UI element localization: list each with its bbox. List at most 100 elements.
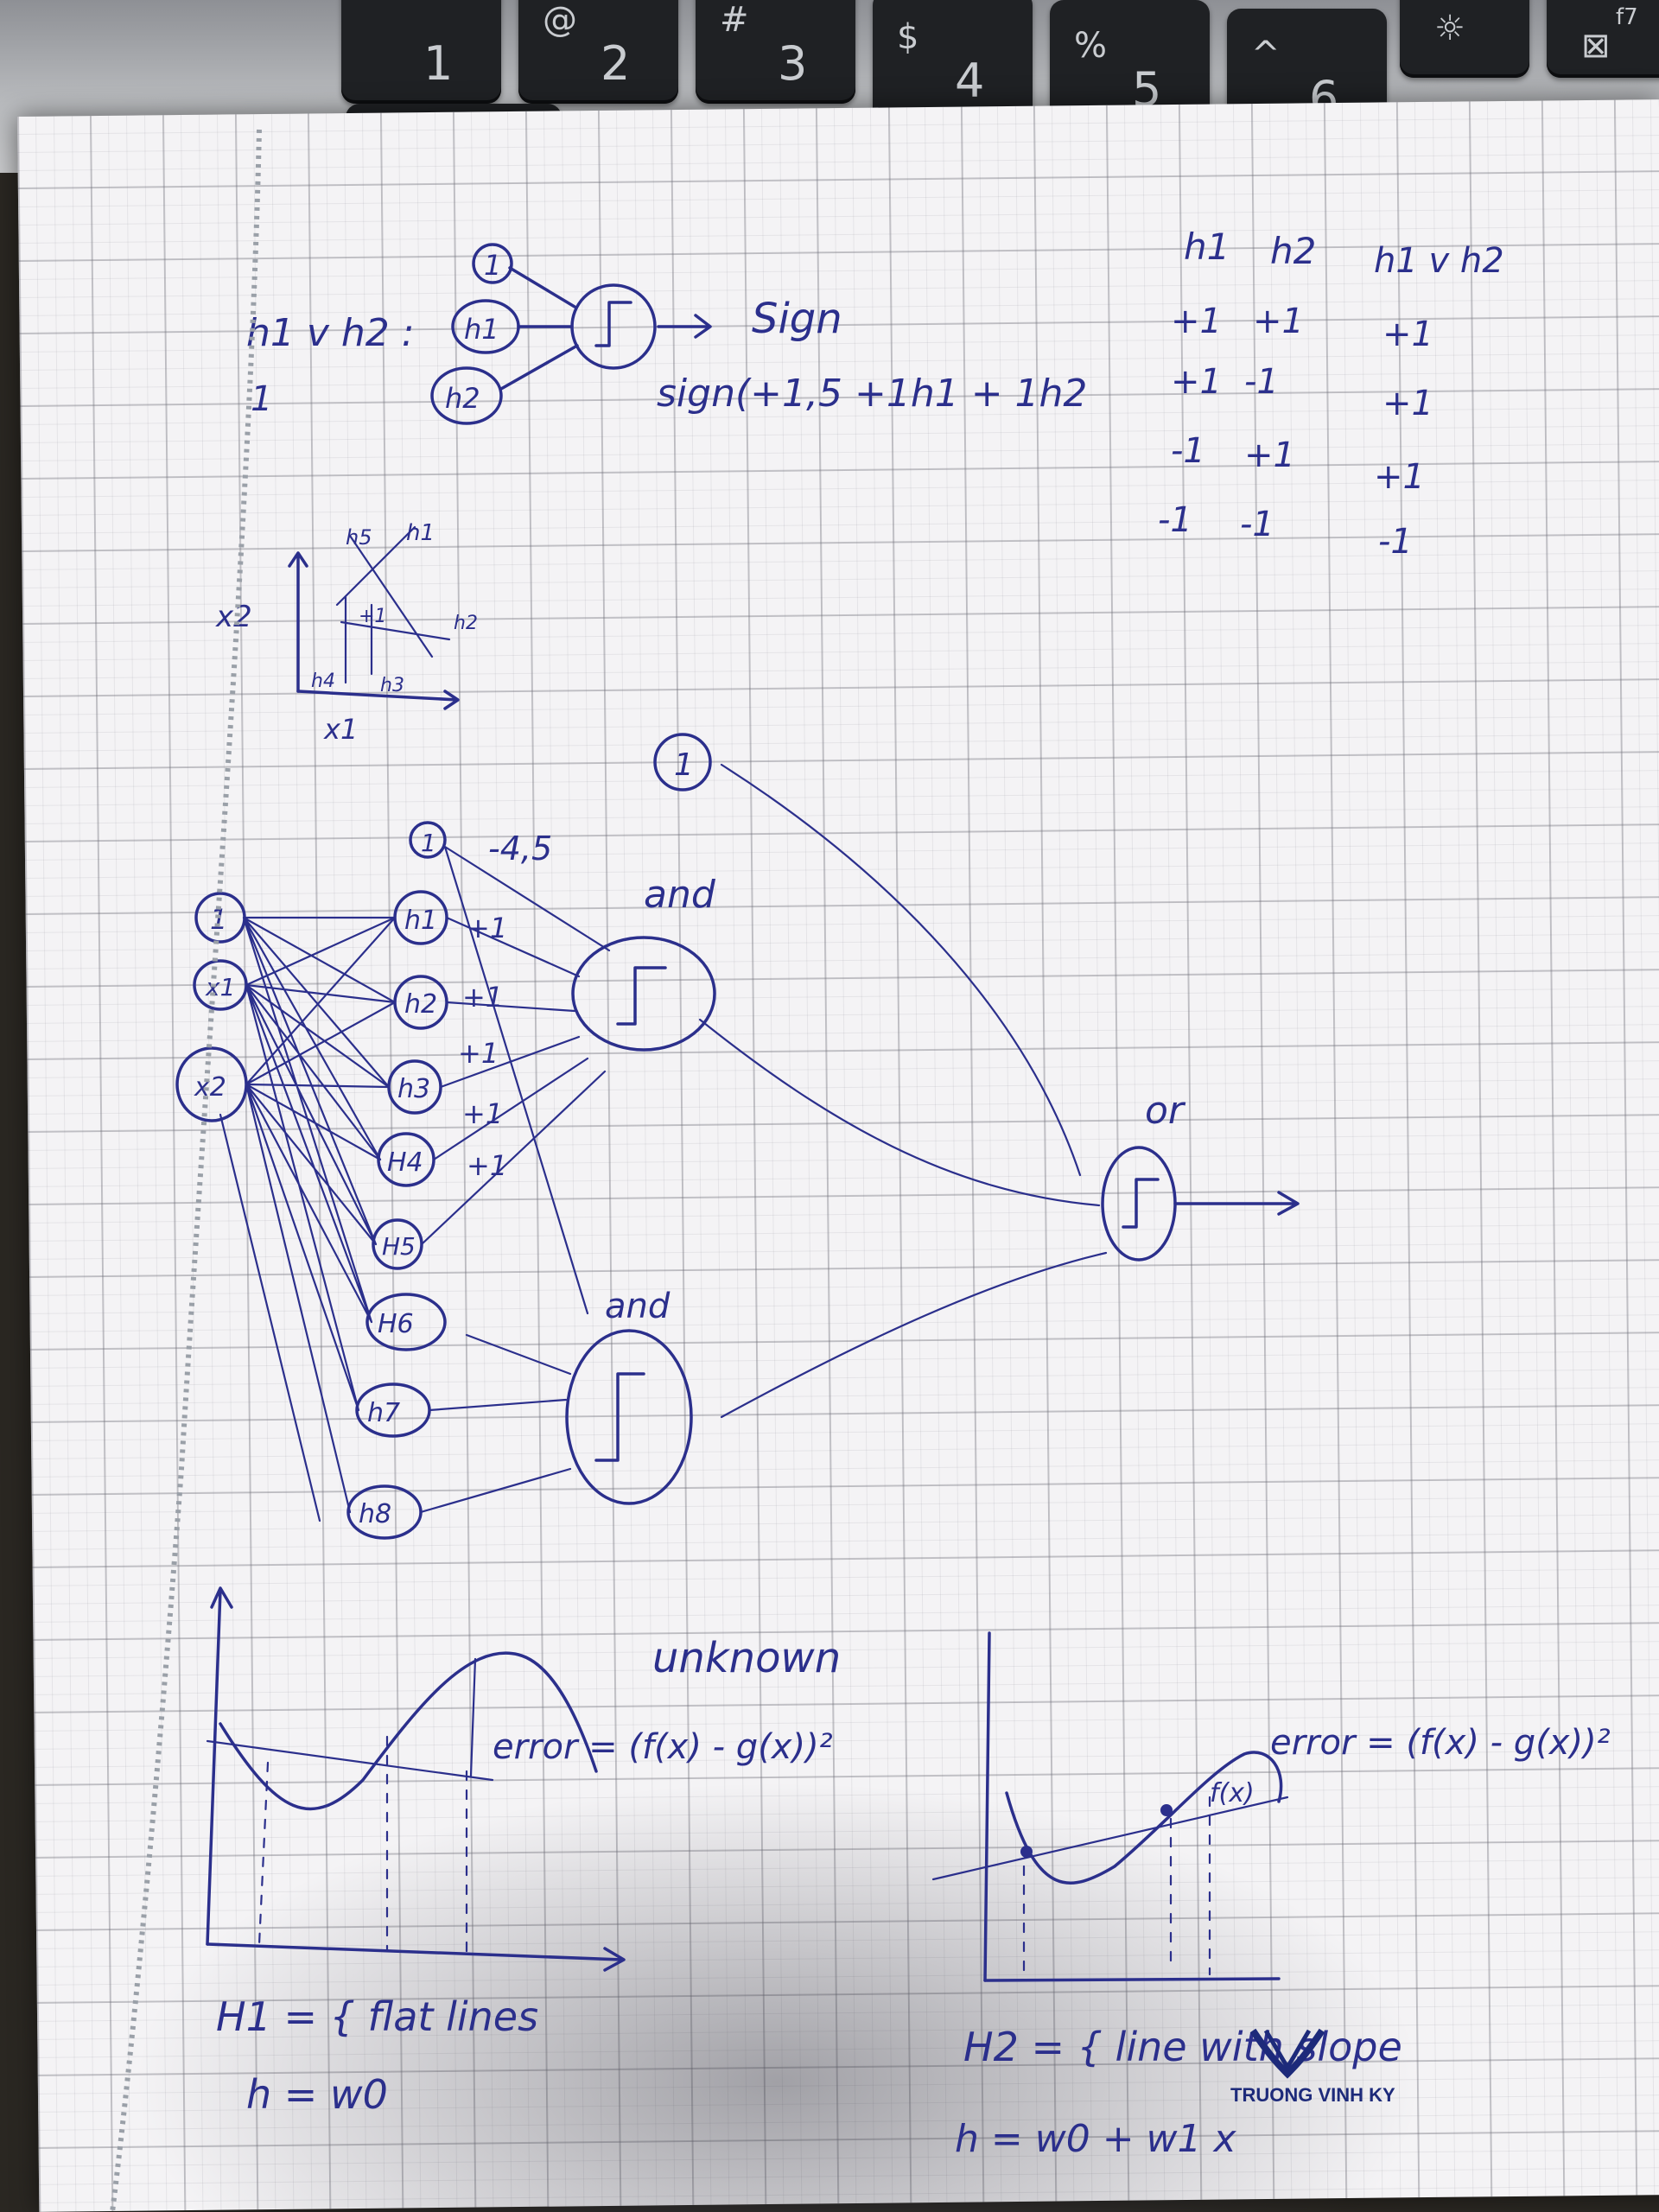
truth-table-cell: +1 bbox=[1382, 384, 1433, 423]
or-bias-node bbox=[653, 733, 712, 791]
step-icon bbox=[594, 301, 632, 347]
hidden-node-label: h8 bbox=[359, 1499, 391, 1529]
weight-bias: -4,5 bbox=[488, 830, 552, 868]
mini-plot-label: h2 bbox=[454, 613, 478, 634]
hidden-node-h6 bbox=[365, 1293, 447, 1351]
unknown-label: unknown bbox=[652, 1634, 841, 1682]
dashed-guides bbox=[257, 1735, 468, 1955]
truth-table-cell: +1 bbox=[1382, 315, 1433, 354]
truth-table-header: h1 v h2 bbox=[1374, 241, 1504, 281]
key-3: # 3 bbox=[696, 0, 855, 104]
input-node-label: 1 bbox=[210, 903, 227, 936]
input-node-label: x1 bbox=[205, 973, 235, 1001]
mini-plot-label: h3 bbox=[380, 675, 404, 696]
key-symbol: # bbox=[720, 0, 749, 40]
or-one: 1 bbox=[251, 379, 272, 419]
key-digit: 1 bbox=[423, 36, 454, 91]
y-axis bbox=[206, 1586, 233, 1946]
data-point bbox=[1020, 1846, 1033, 1858]
sign-unit bbox=[570, 283, 657, 370]
y-axis bbox=[983, 1631, 991, 1982]
key-f7: f7 ⊠ bbox=[1547, 0, 1659, 78]
mini-plot-label: h5 bbox=[346, 525, 372, 550]
hidden-node-label: H5 bbox=[382, 1232, 416, 1261]
truth-table-cell: -1 bbox=[1240, 505, 1274, 544]
hidden-node-label: h3 bbox=[397, 1074, 430, 1104]
truth-table-cell: -1 bbox=[1171, 431, 1205, 471]
hidden-node-label: 1 bbox=[421, 829, 436, 857]
and-label-top: and bbox=[644, 873, 716, 917]
and-unit-bottom bbox=[565, 1329, 693, 1505]
and-unit-top bbox=[571, 936, 716, 1052]
key-2: @ 2 bbox=[518, 0, 678, 104]
truth-table-cell: +1 bbox=[1374, 457, 1425, 497]
brightness-icon: ☼ bbox=[1434, 9, 1465, 48]
mini-plot-label: +1 bbox=[359, 606, 386, 627]
truth-table-header: h1 bbox=[1184, 226, 1230, 268]
arrow-icon bbox=[657, 314, 712, 339]
key-symbol: @ bbox=[543, 0, 577, 40]
truth-table-cell: -1 bbox=[1378, 522, 1413, 562]
slope-hypothesis-line bbox=[931, 1796, 1289, 1881]
boundary-lines bbox=[335, 525, 451, 684]
watermark-text: TRUONG VINH KY bbox=[1230, 2084, 1395, 2106]
key-digit: 3 bbox=[778, 36, 808, 91]
sign-formula: sign(+1,5 +1h1 + 1h2 bbox=[657, 372, 1087, 416]
weight-label: +1 bbox=[462, 1097, 503, 1130]
key-brightness: ☼ bbox=[1400, 0, 1529, 78]
or-label: or bbox=[1145, 1089, 1186, 1133]
mini-plot-label: h4 bbox=[311, 671, 335, 692]
h1-formula: h = w0 bbox=[246, 2071, 388, 2118]
mission-control-icon: ⊠ bbox=[1581, 26, 1611, 66]
key-4: $ 4 bbox=[873, 0, 1033, 121]
watermark-logo: TRUONG VINH KY bbox=[1201, 2022, 1395, 2106]
truth-table-cell: +1 bbox=[1244, 435, 1295, 475]
x-axis bbox=[296, 690, 460, 710]
key-fn-label: f7 bbox=[1616, 4, 1638, 30]
step-icon bbox=[616, 966, 667, 1026]
or-unit bbox=[1101, 1146, 1177, 1262]
error-formula-right: error = (f(x) - g(x))² bbox=[1270, 1723, 1611, 1763]
weight-label: +1 bbox=[458, 1037, 499, 1070]
bias-node-label: 1 bbox=[484, 249, 501, 282]
input-node-label: x2 bbox=[194, 1072, 226, 1103]
h2-formula: h = w0 + w1 x bbox=[955, 2117, 1237, 2161]
truth-table-header: h2 bbox=[1270, 230, 1316, 272]
truth-table-cell: -1 bbox=[1158, 500, 1192, 540]
and-or-edges bbox=[698, 1018, 1108, 1419]
truth-table: h1 h2 h1 v h2 +1 +1 +1 +1 -1 +1 -1 +1 +1… bbox=[1158, 226, 1504, 562]
step-icon bbox=[594, 1372, 645, 1462]
hidden-node-label: h2 bbox=[404, 989, 437, 1020]
weight-label: +1 bbox=[462, 981, 503, 1014]
input-edges bbox=[499, 266, 579, 391]
and-label-bottom: and bbox=[605, 1287, 671, 1326]
neural-network-diagram: 1 x1 x2 1 h1 h2 h3 H4 H5 H6 h7 h8 and an… bbox=[175, 733, 1300, 1540]
error-bar bbox=[469, 1657, 477, 1777]
hidden-bias-node bbox=[409, 821, 447, 859]
flat-lines-plot: unknown error = (f(x) - g(x))² H1 = { fl… bbox=[206, 1586, 841, 2118]
h1-caption: H1 = { flat lines bbox=[216, 1993, 538, 2040]
h2-caption: H2 = { line with slope bbox=[963, 2024, 1402, 2070]
x-axis bbox=[983, 1977, 1281, 1982]
y-axis bbox=[288, 551, 308, 693]
input-hidden-edges bbox=[219, 916, 397, 1522]
hidden-node-label: h1 bbox=[404, 906, 437, 936]
key-1: 1 bbox=[341, 0, 501, 104]
key-symbol: % bbox=[1074, 26, 1108, 66]
h2-node bbox=[430, 366, 503, 425]
error-formula-left: error = (f(x) - g(x))² bbox=[493, 1727, 833, 1767]
h2-node-label: h2 bbox=[445, 382, 480, 415]
hidden-and-edges bbox=[419, 845, 611, 1514]
h1-node-label: h1 bbox=[464, 313, 499, 346]
or-expression: h1 v h2 : bbox=[246, 311, 415, 355]
hidden-node-label: H6 bbox=[378, 1309, 414, 1339]
truth-table-cell: +1 bbox=[1171, 362, 1222, 402]
key-digit: 4 bbox=[955, 54, 985, 108]
bias-or-edge bbox=[720, 763, 1082, 1177]
data-point bbox=[1160, 1804, 1173, 1816]
fx-label: f(x) bbox=[1210, 1778, 1255, 1808]
slope-lines-plot: f(x) error = (f(x) - g(x))² H2 = { line … bbox=[931, 1631, 1611, 2161]
truth-table-cell: -1 bbox=[1244, 362, 1279, 402]
key-symbol: $ bbox=[897, 17, 919, 57]
